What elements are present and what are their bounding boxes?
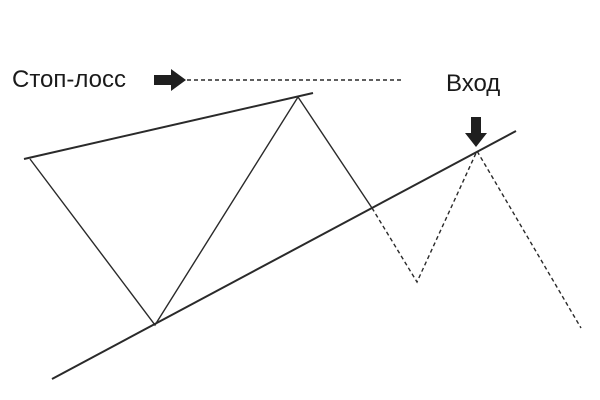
price-path-projection	[371, 149, 582, 329]
stop-loss-label: Стоп-лосс	[12, 66, 127, 93]
entry-label: Вход	[446, 70, 501, 97]
upper-trend-line	[23, 92, 314, 160]
arrow-down-icon	[465, 117, 487, 147]
price-path-solid	[29, 95, 373, 327]
arrow-right-icon	[154, 69, 186, 91]
lower-trend-line	[51, 130, 517, 380]
